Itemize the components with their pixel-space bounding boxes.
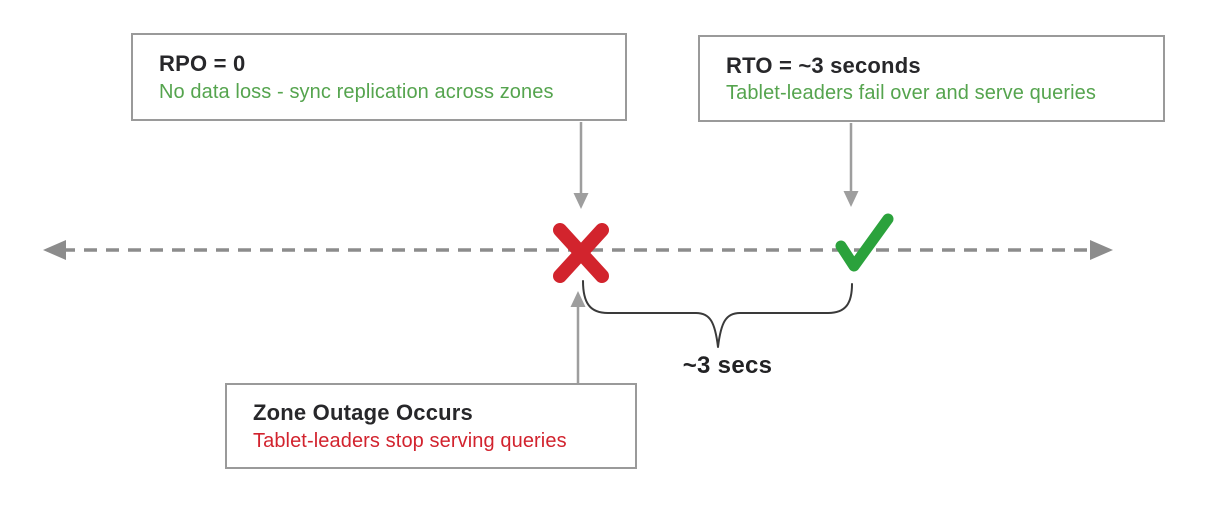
rpo-connector-arrow — [573, 122, 589, 209]
duration-label: ~3 secs — [682, 352, 773, 379]
checkmark-icon — [835, 213, 894, 272]
rpo-title: RPO = 0 — [159, 51, 246, 77]
rpo-subtitle: No data loss - sync replication across z… — [159, 80, 554, 103]
rpo-callout-box: RPO = 0 No data loss - sync replication … — [131, 33, 627, 121]
rto-subtitle: Tablet-leaders fail over and serve queri… — [726, 82, 1096, 105]
outage-connector-arrow — [570, 291, 586, 384]
zone-outage-title: Zone Outage Occurs — [253, 400, 473, 426]
zone-outage-subtitle: Tablet-leaders stop serving queries — [253, 429, 567, 452]
rto-title: RTO = ~3 seconds — [726, 52, 921, 78]
timeline-left-arrowhead — [43, 240, 66, 260]
duration-brace — [582, 280, 853, 348]
x-mark-icon — [553, 223, 609, 283]
rto-connector-arrow — [843, 123, 859, 207]
timeline-right-arrowhead — [1090, 240, 1113, 260]
rto-callout-box: RTO = ~3 seconds Tablet-leaders fail ove… — [698, 35, 1165, 122]
zone-outage-callout-box: Zone Outage Occurs Tablet-leaders stop s… — [225, 383, 637, 469]
